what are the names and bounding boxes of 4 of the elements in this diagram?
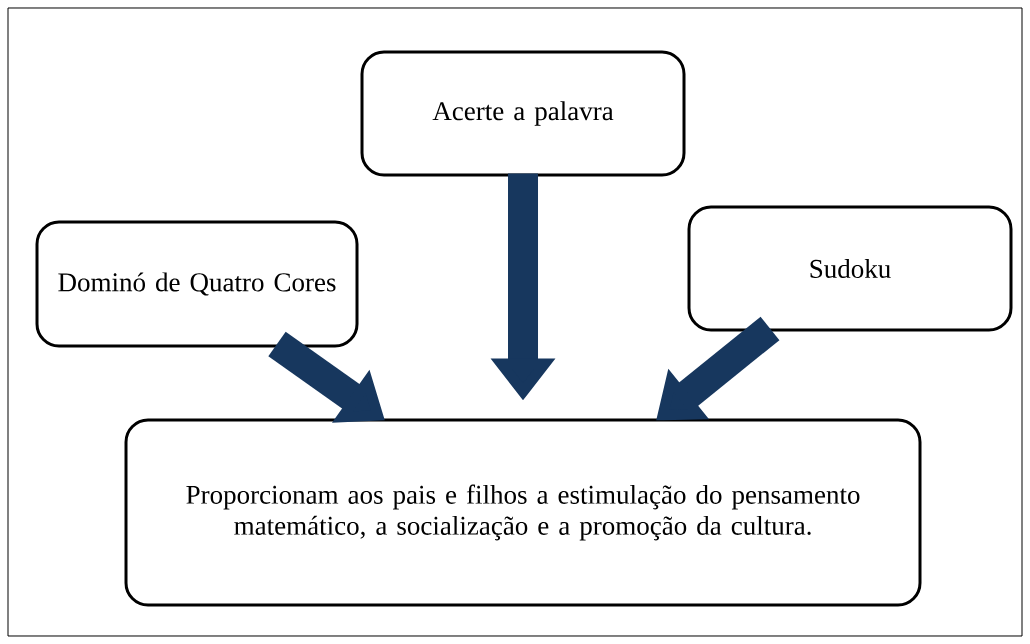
text-box: Proporcionam aos pais e filhos a estimulação do pensamento matemático, a socialização e a promoção da cultura. xyxy=(124,418,922,607)
text-box: Sudoku xyxy=(687,205,1013,332)
text-box: Dominó de Quatro Cores xyxy=(35,220,359,348)
text-box: Acerte a palavra xyxy=(360,50,686,177)
